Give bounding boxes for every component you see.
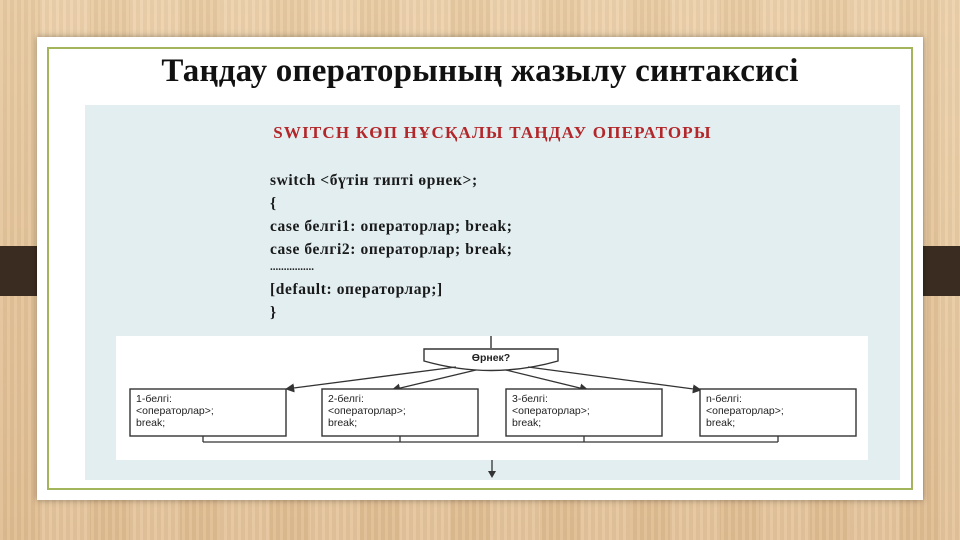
exit-arrow-icon (488, 460, 496, 478)
code-line: switch <бүтін типті өрнек>; (270, 172, 478, 189)
case-statement: <операторлар>; (328, 405, 406, 417)
switch-flowchart: Өрнек? 1-белгі: <операторлар>; break; 2-… (116, 336, 868, 460)
case-box-3 (505, 388, 663, 437)
code-line: case белгі1: операторлар; break; (270, 218, 513, 235)
case-box-1 (129, 388, 287, 437)
code-line: } (270, 304, 277, 321)
case-label: 2-белгі: (328, 393, 364, 405)
branch-arrow-2 (391, 369, 477, 393)
slide-title: Таңдау операторының жазылу синтаксисі (161, 53, 799, 89)
branch-arrow-1 (285, 366, 457, 393)
flowchart-svg: Өрнек? 1-белгі: <операторлар>; break; 2-… (129, 336, 857, 443)
case-break: break; (512, 417, 541, 429)
code-line: { (270, 195, 277, 212)
code-line: [default: операторлар;] (270, 281, 443, 298)
code-block: switch <бүтін типті өрнек>; { case белгі… (270, 169, 513, 324)
decision-label: Өрнек? (472, 352, 510, 364)
case-break: break; (136, 417, 165, 429)
case-break: break; (706, 417, 735, 429)
slide-border (47, 47, 913, 490)
decision-shape (423, 348, 559, 372)
case-label: n-белгі: (706, 393, 742, 405)
case-statement: <операторлар>; (136, 405, 214, 417)
slide-card: Таңдау операторының жазылу синтаксисі SW… (37, 37, 923, 500)
case-label: 3-белгі: (512, 393, 548, 405)
case-break: break; (328, 417, 357, 429)
code-line: case белгі2: операторлар; break; (270, 241, 513, 258)
branch-arrow-3 (505, 369, 589, 393)
case-statement: <операторлар>; (706, 405, 784, 417)
content-panel: SWITCH КӨП НҰСҚАЛЫ ТАҢДАУ ОПЕРАТОРЫ swit… (85, 105, 900, 480)
case-statement: <операторлар>; (512, 405, 590, 417)
code-ellipsis: ................ (270, 261, 314, 273)
branch-arrow-4 (527, 366, 702, 394)
case-label: 1-белгі: (136, 393, 172, 405)
panel-heading: SWITCH КӨП НҰСҚАЛЫ ТАҢДАУ ОПЕРАТОРЫ (273, 123, 712, 142)
